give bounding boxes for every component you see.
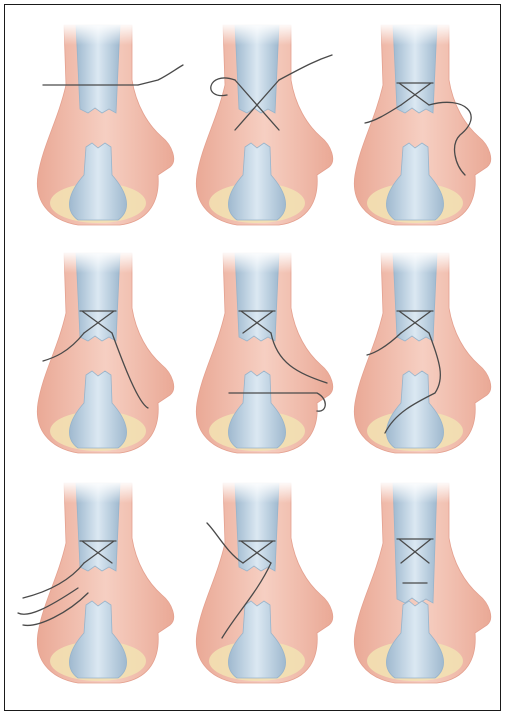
diagram-panel-step-1	[28, 23, 183, 225]
top-fade	[28, 23, 178, 45]
diagram-panel-step-9	[345, 481, 495, 683]
suture-needle	[138, 65, 183, 85]
diagram-panel-step-2	[187, 23, 337, 225]
figure-frame	[4, 4, 501, 711]
top-fade	[187, 251, 337, 273]
diagram-panel-step-5	[187, 251, 337, 453]
diagram-panel-step-8	[187, 481, 337, 683]
diagram-panel-step-6	[345, 251, 495, 453]
top-fade	[345, 23, 495, 45]
diagram-panel-step-3	[345, 23, 495, 225]
diagram-panel-step-4	[28, 251, 178, 453]
top-fade	[187, 23, 337, 45]
top-fade	[28, 251, 178, 273]
top-fade	[28, 481, 178, 503]
top-fade	[345, 251, 495, 273]
top-fade	[187, 481, 337, 503]
diagram-panel-step-7	[18, 481, 178, 683]
tendon-repair-diagram	[5, 5, 502, 712]
top-fade	[345, 481, 495, 503]
